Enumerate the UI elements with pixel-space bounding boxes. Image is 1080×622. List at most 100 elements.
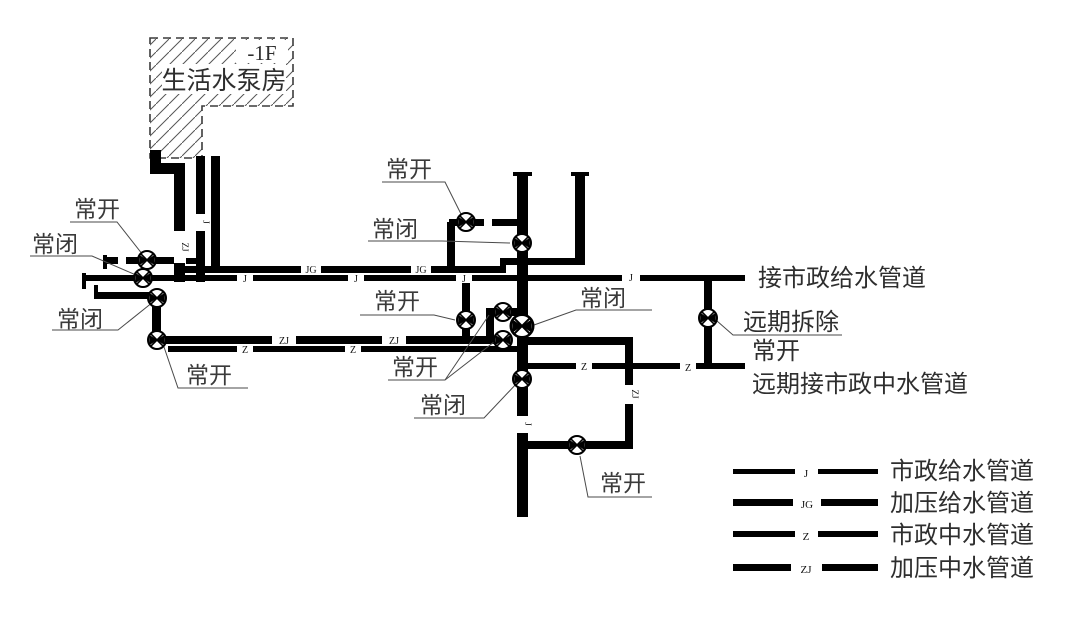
label-closed: 常闭 <box>32 232 78 257</box>
pipe-branch-stub <box>447 222 455 268</box>
pump-room-floor-label: -1F <box>247 41 276 65</box>
pipe-z-line-left <box>168 346 517 352</box>
legend-name: 加压给水管道 <box>890 490 1034 517</box>
z-label-gap <box>345 344 361 354</box>
pipe-code-j: J <box>243 274 247 285</box>
main-j-label-gap <box>517 416 528 433</box>
loop-zj-label-gap <box>625 385 633 404</box>
legend-line-z <box>733 531 795 537</box>
legend-code: J <box>804 468 809 480</box>
valve <box>137 250 157 270</box>
leader-open-top <box>382 181 462 215</box>
jg-label-gap <box>301 264 321 275</box>
label-open: 常开 <box>374 289 420 314</box>
pipe-z-line-right <box>528 363 745 369</box>
pipe-code-jg: JG <box>415 265 426 276</box>
leader-open-mid <box>360 314 456 321</box>
valve <box>493 330 513 350</box>
label-closed: 常闭 <box>580 286 626 311</box>
riser-j-label-gap <box>196 214 205 231</box>
zj-label-gap <box>382 334 406 345</box>
leader-closed-junction <box>533 309 652 326</box>
legend-line-j <box>733 469 795 474</box>
valve <box>567 435 587 455</box>
pipe-main-vertical <box>517 175 528 517</box>
pipe-stub2 <box>95 292 157 299</box>
legend: J 市政给水管道 JG 加压给水管道 Z 市政中水管道 ZJ 加压中水管道 <box>733 458 1034 582</box>
pipe-b-vertical-cap <box>571 172 589 176</box>
pipe-pump-riser-zj <box>174 166 185 282</box>
pipe-bypass-vertical <box>486 308 494 344</box>
pipe-code-z: Z <box>581 362 587 373</box>
pipe-b-vertical <box>575 175 585 265</box>
pipe-code-jg: JG <box>305 265 316 276</box>
label-closed: 常闭 <box>372 217 418 242</box>
pipe-code-zj: ZJ <box>389 336 399 347</box>
pipe-jg-line-upper <box>503 258 580 265</box>
pipe-pump-bend-vertical-top <box>150 150 161 172</box>
valve <box>147 288 167 308</box>
valve <box>512 233 532 253</box>
pipe-stub1-seg1 <box>105 257 118 264</box>
pipe-code-labels: JG JG J J J J ZJ ZJ Z Z Z Z ZJ J J ZJ <box>174 214 696 433</box>
z-label-gap <box>576 361 592 371</box>
zj-label-gap <box>272 334 296 345</box>
valve <box>698 308 718 328</box>
leader-open-bypass-b <box>444 314 490 381</box>
label-closed: 常闭 <box>420 393 466 418</box>
j-label-gap <box>237 273 253 283</box>
leader-open-2 <box>163 346 248 389</box>
pump-room-name: 生活水泵房 <box>161 67 286 95</box>
pipe-code-zj: ZJ <box>630 390 640 399</box>
pipe-j-line <box>83 275 745 281</box>
pipe-code-j: J <box>354 274 358 285</box>
pipe-pump-riser-jg <box>211 156 220 268</box>
valve <box>133 268 153 288</box>
label-open: 常开 <box>186 363 232 388</box>
pipe-pump-bend-horizontal <box>150 163 185 174</box>
pipe-connector-left <box>462 281 470 338</box>
pipe-code-z: Z <box>685 363 691 374</box>
leader-open-1 <box>70 221 144 256</box>
legend-line-jg <box>821 499 878 506</box>
pump-room-floor-bg <box>236 40 288 63</box>
leader-closed-below <box>414 381 519 419</box>
pipe-code-zj: ZJ <box>180 243 190 252</box>
valve <box>456 310 476 330</box>
pipe-code-j: J <box>629 273 633 284</box>
valve <box>512 369 532 389</box>
legend-line-j <box>818 469 878 474</box>
pipe-code-zj: ZJ <box>279 336 289 347</box>
legend-name: 市政中水管道 <box>890 522 1034 549</box>
leader-closed-top <box>368 240 511 244</box>
pump-room: -1F 生活水泵房 <box>149 37 294 159</box>
label-closed: 常闭 <box>57 307 103 332</box>
legend-line-zj <box>733 564 791 571</box>
pipe-zj-line <box>152 336 512 344</box>
leader-closed-2 <box>52 301 154 331</box>
annotation-connect-municipal-supply: 接市政给水管道 <box>758 265 926 292</box>
j-label-gap <box>348 273 364 283</box>
pipe-branch-dash2 <box>492 219 517 226</box>
valve <box>456 212 476 232</box>
valve-main-closed <box>509 313 535 339</box>
pipe-code-j: J <box>462 274 466 285</box>
pipe-main-vertical-cap <box>513 172 532 176</box>
leader-future-demolition <box>716 320 842 336</box>
pipe-code-j: J <box>523 422 533 426</box>
pump-room-name-bg <box>162 64 286 94</box>
pipe-code-j: J <box>201 220 211 224</box>
pipe-zj-right <box>528 337 633 345</box>
legend-line-zj <box>822 564 878 571</box>
leader-lines <box>30 181 842 498</box>
label-open: 常开 <box>600 471 646 496</box>
annotation-normally-open: 常开 <box>752 338 800 365</box>
legend-line-z <box>818 531 878 537</box>
j-label-gap <box>456 273 472 283</box>
annotation-future-connect-reclaimed: 远期接市政中水管道 <box>752 371 968 398</box>
legend-code: Z <box>803 531 810 543</box>
j-label-gap <box>622 272 640 282</box>
valve-state-labels: 常开 常闭 常闭 常开 常开 常闭 常开 常闭 常开 常闭 常开 <box>32 157 646 496</box>
